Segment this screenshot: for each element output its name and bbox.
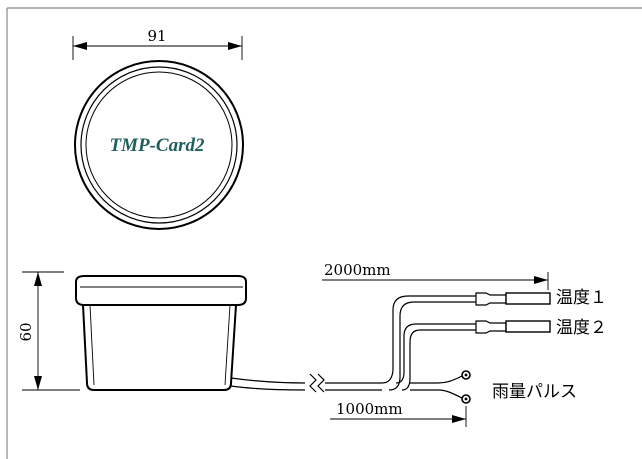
brand-label: TMP-Card2 bbox=[110, 135, 206, 156]
cable-long-label: 2000mm bbox=[324, 261, 391, 279]
side-view: 60 bbox=[17, 271, 247, 391]
top-view-outline bbox=[74, 60, 244, 230]
width-dimension: 91 bbox=[72, 27, 243, 60]
rain-pulse-label: 雨量パルス bbox=[492, 382, 577, 402]
rain-pulse-terminals bbox=[461, 370, 471, 404]
cable-assembly bbox=[230, 292, 551, 404]
top-view: 91 TMP-Card2 bbox=[72, 27, 244, 230]
cable-break-symbol bbox=[309, 373, 317, 393]
cable-short-dimension: 1000mm bbox=[330, 400, 467, 427]
cable-short-label: 1000mm bbox=[336, 400, 403, 418]
drawing-frame bbox=[6, 7, 642, 459]
height-dimension-label: 60 bbox=[17, 322, 35, 341]
cable-long-dimension: 2000mm bbox=[322, 261, 549, 290]
temp2-probe bbox=[475, 320, 551, 334]
width-dimension-label: 91 bbox=[147, 27, 166, 45]
device-body bbox=[81, 304, 238, 391]
temp1-label: 温度１ bbox=[556, 288, 607, 308]
height-dimension: 60 bbox=[17, 271, 80, 391]
temp2-label: 温度２ bbox=[556, 318, 607, 338]
device-lid bbox=[75, 275, 247, 306]
temp1-probe bbox=[475, 292, 551, 306]
